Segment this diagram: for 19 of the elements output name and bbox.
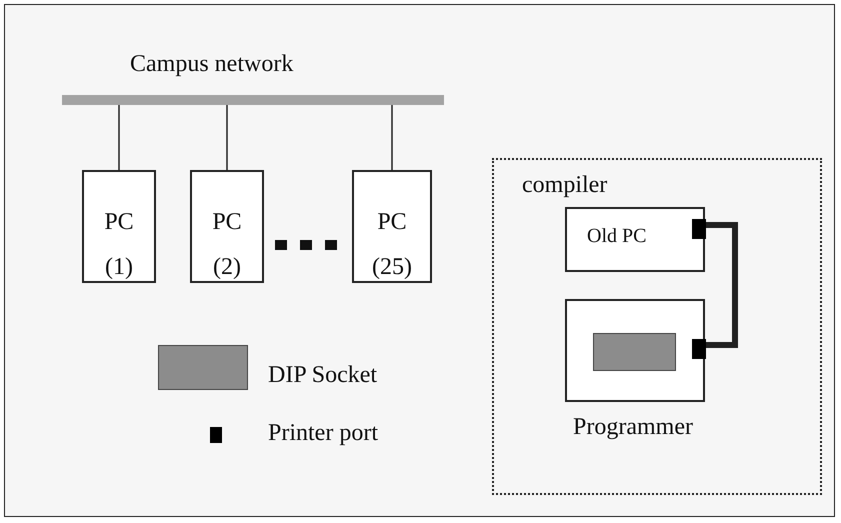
group-title: compiler bbox=[522, 172, 608, 199]
printer-port-icon bbox=[692, 219, 706, 239]
network-label: Campus network bbox=[130, 51, 294, 78]
legend-label: Printer port bbox=[268, 420, 378, 447]
computer-label: PC (25) bbox=[371, 208, 413, 282]
computer-box bbox=[352, 170, 432, 283]
computer-box bbox=[565, 207, 705, 272]
programmer-label: Programmer bbox=[573, 414, 693, 441]
connection-line bbox=[226, 105, 228, 170]
computer-label: PC (2) bbox=[211, 208, 243, 282]
computer-box bbox=[82, 170, 156, 283]
connection-line bbox=[118, 105, 120, 170]
connection-line bbox=[391, 105, 393, 170]
printer-port-icon bbox=[692, 339, 706, 359]
legend-label: DIP Socket bbox=[268, 362, 378, 389]
computer-label: PC (1) bbox=[103, 208, 135, 282]
computer-box bbox=[190, 170, 264, 283]
system-group bbox=[492, 158, 822, 495]
computer-label: Old PC bbox=[587, 225, 646, 248]
